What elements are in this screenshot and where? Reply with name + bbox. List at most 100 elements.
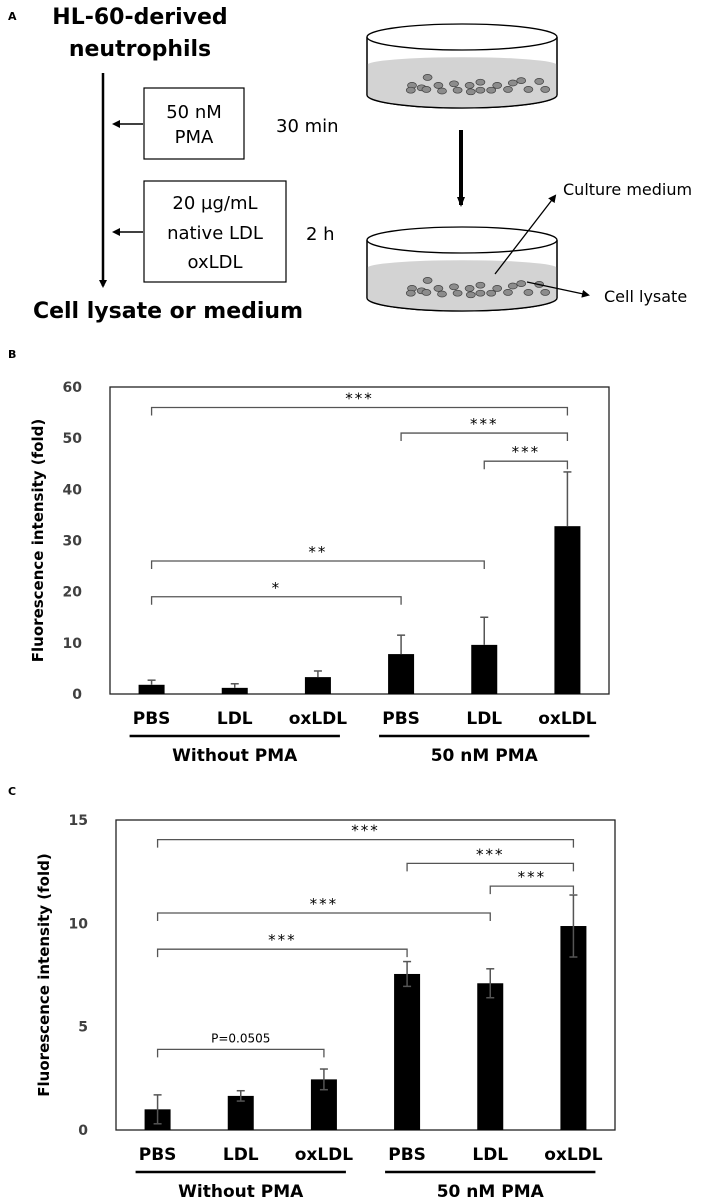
bar — [554, 526, 581, 694]
petri-dish — [366, 226, 558, 312]
pma-box-line2: PMA — [175, 127, 214, 148]
cell-icon — [422, 74, 433, 81]
ldl-time: 2 h — [306, 224, 335, 245]
significance-bracket — [489, 885, 575, 895]
culture-dish-diagram — [366, 23, 558, 312]
significance-label: *** — [345, 389, 374, 407]
x-tick-label: oxLDL — [289, 709, 348, 729]
significance-bracket — [150, 560, 485, 569]
bar — [221, 687, 248, 694]
cell-icon — [405, 86, 416, 94]
significance-label: *** — [518, 868, 547, 886]
cell-lysate-label: Cell lysate — [604, 287, 687, 306]
cell-icon — [465, 291, 476, 299]
bar — [138, 684, 165, 694]
cell-icon — [486, 289, 497, 297]
bar — [477, 983, 504, 1130]
x-tick-label: PBS — [133, 709, 171, 729]
significance-label: *** — [512, 443, 541, 461]
bar — [304, 677, 331, 694]
cell-icon — [523, 86, 534, 93]
cell-icon — [464, 82, 475, 89]
significance-bracket — [406, 862, 575, 872]
cell-icon — [492, 82, 503, 89]
y-axis-title: Fluorescence intensity (fold) — [35, 853, 53, 1096]
plot-frame — [115, 819, 616, 1131]
x-tick-label: PBS — [139, 1145, 177, 1165]
significance-label: * — [272, 579, 282, 597]
significance-bracket — [156, 912, 491, 921]
cell-icon — [437, 290, 447, 298]
cell-icon — [516, 77, 527, 84]
x-tick-label: oxLDL — [295, 1145, 354, 1165]
significance-bracket — [150, 596, 402, 605]
panel-label-c: C — [8, 785, 16, 798]
x-tick-label: PBS — [382, 709, 420, 729]
cell-icon — [421, 289, 432, 296]
cell-icon — [534, 78, 545, 85]
panel-a: A HL-60-derived neutrophils 50 nM PMA 30… — [8, 5, 692, 324]
bar — [388, 654, 415, 694]
cell-icon — [452, 289, 463, 297]
cell-icon — [422, 277, 433, 284]
significance-bracket — [156, 838, 575, 848]
cell-lysate-pointer-icon — [526, 281, 590, 298]
x-tick-label: oxLDL — [538, 709, 597, 729]
cell-icon — [516, 280, 527, 287]
cell-icon — [540, 289, 551, 296]
cell-icon — [486, 86, 497, 94]
cell-icon — [433, 285, 444, 292]
group-label: Without PMA — [172, 746, 298, 766]
panel-label-a: A — [8, 10, 17, 23]
bar — [394, 973, 421, 1130]
significance-bracket — [400, 432, 569, 442]
cell-icon — [421, 86, 432, 93]
group-label: 50 nM PMA — [437, 1182, 545, 1201]
cell-icon — [540, 86, 551, 93]
cell-icon — [475, 281, 486, 289]
plot-frame — [109, 386, 610, 695]
workflow-title-line1: HL-60-derived — [52, 5, 227, 30]
cell-icon — [503, 289, 513, 296]
x-tick-label: LDL — [223, 1145, 259, 1165]
bar — [560, 926, 587, 1130]
significance-label: ** — [308, 543, 327, 561]
y-tick-label: 50 — [63, 431, 83, 447]
y-axis-title: Fluorescence intensity (fold) — [29, 419, 47, 662]
petri-dish — [366, 23, 558, 109]
cell-icon — [405, 289, 416, 297]
cell-icon — [523, 289, 534, 296]
significance-label: P=0.0505 — [211, 1031, 270, 1045]
significance-label: *** — [310, 895, 339, 913]
workflow-title-line2: neutrophils — [69, 37, 211, 62]
cell-icon — [475, 78, 486, 86]
bar — [471, 644, 498, 694]
cell-icon — [433, 82, 444, 89]
ldl-box-line3: oxLDL — [187, 252, 242, 273]
cell-icon — [437, 87, 447, 95]
significance-bracket — [483, 460, 569, 470]
x-tick-label: LDL — [466, 709, 502, 729]
cell-icon — [449, 80, 459, 88]
cell-icon — [475, 289, 486, 297]
ldl-box — [143, 180, 287, 283]
significance-bracket — [150, 406, 569, 416]
culture-medium-label: Culture medium — [563, 180, 692, 199]
y-tick-label: 15 — [69, 813, 88, 829]
group-label: Without PMA — [178, 1182, 304, 1201]
pma-box — [143, 87, 245, 160]
ldl-box-line1: 20 µg/mL — [172, 193, 257, 214]
x-tick-label: oxLDL — [544, 1145, 603, 1165]
y-tick-label: 40 — [63, 482, 83, 498]
ldl-box-line2: native LDL — [167, 223, 263, 244]
cell-icon — [503, 86, 513, 93]
significance-label: *** — [470, 415, 499, 433]
cell-icon — [464, 285, 475, 292]
pma-box-line1: 50 nM — [166, 102, 222, 123]
culture-medium-pointer-icon — [494, 194, 557, 275]
x-tick-label: LDL — [217, 709, 253, 729]
y-tick-label: 0 — [72, 687, 82, 703]
